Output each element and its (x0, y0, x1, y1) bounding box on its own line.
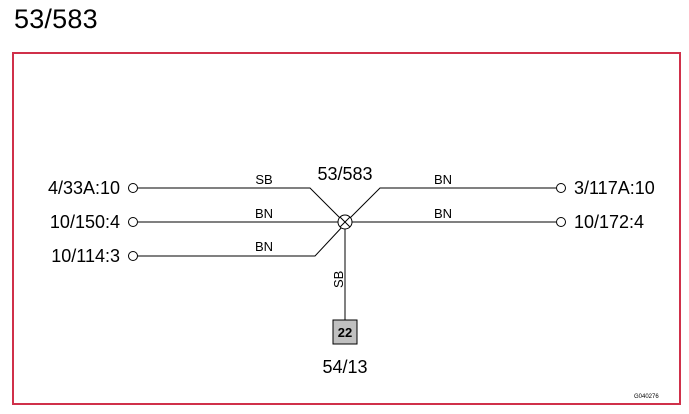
wire-right-top (349, 187, 556, 219)
wire-color-right-middle: BN (434, 206, 452, 221)
connector-label-left-middle: 10/150:4 (50, 212, 120, 232)
wire-color-left-middle: BN (255, 206, 273, 221)
wire-left-top (138, 187, 341, 219)
wire-color-down: SB (331, 271, 346, 288)
ground-box (332, 319, 358, 345)
splice-node-icon (337, 214, 353, 230)
connector-pin-left-middle (128, 217, 138, 227)
splice-label: 53/583 (317, 164, 372, 184)
figure-code: G040276 (634, 394, 659, 400)
connector-label-right-top: 3/117A:10 (574, 178, 655, 198)
connector-pin-right-middle (556, 217, 566, 227)
connector-label-right-middle: 10/172:4 (574, 212, 644, 232)
wire-left-bottom (138, 225, 344, 257)
wire-color-right-top: BN (434, 172, 452, 187)
diagram-frame (12, 52, 681, 405)
ground-label: 54/13 (322, 357, 367, 377)
connector-label-left-bottom: 10/114:3 (51, 246, 120, 266)
connector-pin-left-top (128, 183, 138, 193)
wire-color-left-top: SB (255, 172, 272, 187)
wire-color-left-bottom: BN (255, 239, 273, 254)
page-title: 53/583 (14, 4, 98, 34)
connector-pin-right-top (556, 183, 566, 193)
ground-box-label: 22 (338, 325, 352, 340)
connector-pin-left-bottom (128, 251, 138, 261)
connector-label-left-top: 4/33A:10 (48, 178, 120, 198)
